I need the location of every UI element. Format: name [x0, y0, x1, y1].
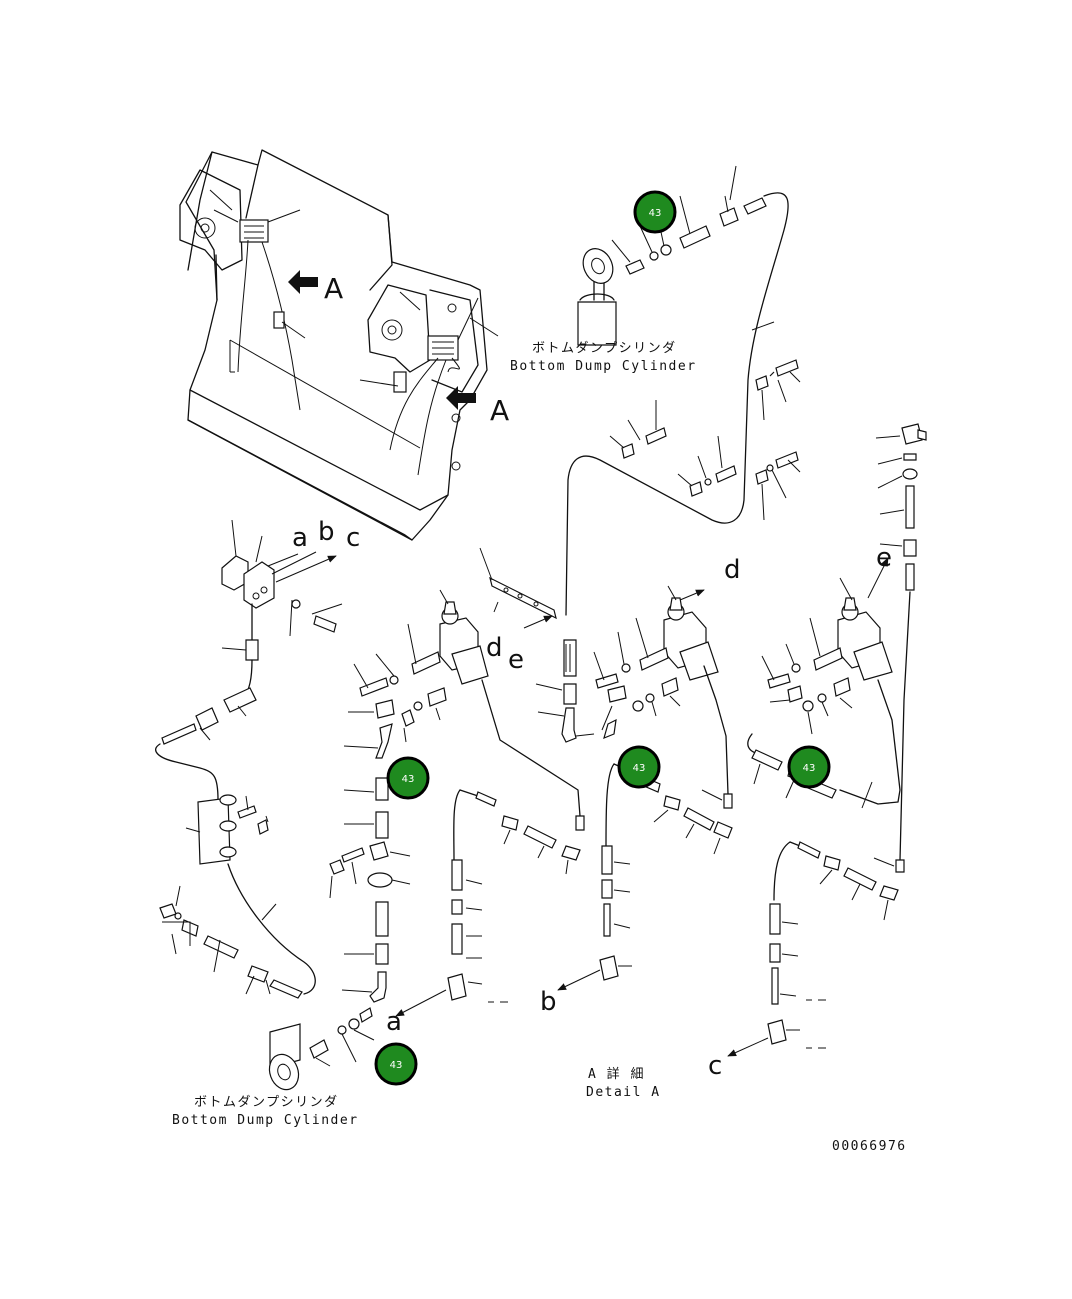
drawing-number: 00066976: [832, 1139, 907, 1154]
view-letter-a-top: a: [292, 523, 308, 553]
view-letter-d-mid: d: [486, 633, 503, 663]
bucket-assembly: [179, 149, 499, 541]
view-letter-A-lower: A: [490, 394, 509, 427]
top-cylinder-label-en: Bottom Dump Cylinder: [510, 359, 697, 374]
callout-badge[interactable]: 43: [386, 756, 430, 800]
detail-label-jp: A 詳 細: [588, 1066, 645, 1082]
valve-left-group: [268, 547, 585, 1091]
detail-label-en: Detail A: [586, 1085, 661, 1100]
view-letter-e-right: e: [876, 543, 892, 573]
bottom-cylinder-label-en: Bottom Dump Cylinder: [172, 1113, 359, 1128]
callout-badge[interactable]: 43: [633, 190, 677, 234]
view-letter-b-top: b: [318, 517, 335, 547]
valve-right-group: [727, 423, 927, 1057]
callout-badge[interactable]: 43: [374, 1042, 418, 1086]
view-letter-e-mid: e: [508, 645, 524, 675]
top-cylinder-group: [565, 165, 801, 616]
bottom-cylinder-label-jp: ボトムダンプシリンダ: [194, 1095, 339, 1110]
view-letter-d-right: d: [724, 555, 741, 585]
view-letter-b-bottom: b: [540, 987, 557, 1017]
view-letter-A-upper: A: [324, 272, 343, 305]
view-letter-c-bottom: c: [708, 1051, 722, 1081]
valve-middle-group: [535, 585, 733, 991]
callout-badge[interactable]: 43: [787, 745, 831, 789]
view-letter-a-bottom: a: [386, 1007, 402, 1037]
top-cylinder-label-jp: ボトムダンプシリンダ: [532, 341, 677, 356]
callout-badge[interactable]: 43: [617, 745, 661, 789]
left-block-group: [155, 519, 342, 999]
view-letter-c-top: c: [346, 523, 360, 553]
